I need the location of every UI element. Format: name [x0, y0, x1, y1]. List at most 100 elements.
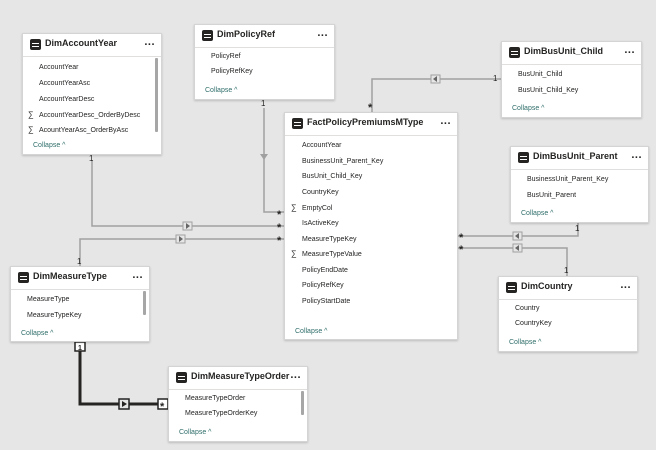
- many-marker: *: [459, 232, 464, 244]
- relationship-country-fact[interactable]: 1 *: [458, 243, 569, 276]
- collapse-link[interactable]: Collapse ^: [509, 339, 542, 346]
- field-item[interactable]: Country: [515, 305, 540, 312]
- field-item[interactable]: AccountYearAsc: [39, 80, 91, 87]
- field-item[interactable]: MeasureTypeOrder: [185, 395, 246, 402]
- collapse-link[interactable]: Collapse ^: [295, 328, 328, 335]
- field-item[interactable]: AcountYearAsc_OrderByAsc: [39, 127, 129, 134]
- sigma-icon: ∑: [28, 125, 34, 134]
- collapse-link[interactable]: Collapse ^: [521, 210, 554, 217]
- scrollbar[interactable]: [143, 291, 146, 315]
- more-options-button[interactable]: ...: [144, 36, 155, 48]
- direction-arrow-icon: [179, 236, 183, 242]
- many-marker: *: [277, 222, 282, 234]
- relationship-measuretype-measuretypeorder[interactable]: 1 *: [74, 341, 169, 413]
- many-marker: *: [160, 401, 165, 413]
- field-item[interactable]: BusUnit_Child_Key: [302, 173, 363, 180]
- field-item[interactable]: CountryKey: [302, 189, 339, 196]
- table-icon: [518, 152, 529, 163]
- table-icon: [506, 282, 517, 293]
- field-item[interactable]: MeasureTypeKey: [302, 236, 357, 243]
- direction-arrow-icon: [122, 401, 127, 407]
- direction-arrow-icon: [186, 223, 190, 229]
- more-options-button[interactable]: ...: [290, 369, 301, 381]
- table-header[interactable]: DimPolicyRef ...: [195, 25, 334, 48]
- table-title: DimMeasureType: [33, 271, 107, 281]
- one-marker: 1: [78, 345, 82, 352]
- more-options-button[interactable]: ...: [132, 269, 143, 281]
- table-title: DimPolicyRef: [217, 29, 276, 39]
- field-item[interactable]: BusUnit_Child_Key: [518, 87, 579, 94]
- direction-arrow-icon: [260, 154, 268, 160]
- field-item[interactable]: BusinessUnit_Parent_Key: [527, 176, 609, 183]
- more-options-button[interactable]: ...: [440, 115, 451, 127]
- table-icon: [202, 30, 213, 41]
- relationship-policyref-fact[interactable]: 1 *: [260, 99, 284, 221]
- table-header[interactable]: DimBusUnit_Parent ...: [511, 147, 648, 170]
- table-header[interactable]: DimMeasureTypeOrder ...: [169, 367, 307, 390]
- table-card-dim-measure-type-order[interactable]: DimMeasureTypeOrder ... MeasureTypeOrder…: [168, 366, 308, 442]
- direction-arrow-icon: [515, 245, 519, 251]
- table-card-dim-account-year[interactable]: DimAccountYear ... AccountYear AccountYe…: [22, 33, 162, 155]
- table-title: DimCountry: [521, 281, 573, 291]
- relationship-measuretype-fact[interactable]: 1 *: [77, 234, 284, 266]
- more-options-button[interactable]: ...: [620, 279, 631, 291]
- table-card-dim-measure-type[interactable]: DimMeasureType ... MeasureType MeasureTy…: [10, 266, 150, 342]
- table-header[interactable]: DimBusUnit_Child ...: [502, 42, 641, 65]
- table-card-fact-policy-premiums[interactable]: FactPolicyPremiumsMType ... AccountYear …: [284, 112, 458, 340]
- many-marker: *: [459, 244, 464, 256]
- table-header[interactable]: DimMeasureType ...: [11, 267, 149, 290]
- more-options-button[interactable]: ...: [631, 149, 642, 161]
- field-item[interactable]: PolicyRefKey: [211, 68, 253, 75]
- table-card-dim-country[interactable]: DimCountry ... Country CountryKey Collap…: [498, 276, 638, 352]
- field-item[interactable]: AccountYearDesc: [39, 96, 95, 103]
- one-marker: 1: [261, 99, 266, 108]
- one-marker: 1: [77, 257, 82, 266]
- field-item[interactable]: PolicyRef: [211, 53, 241, 60]
- field-item[interactable]: AccountYear: [39, 64, 79, 71]
- field-item[interactable]: AccountYearDesc_OrderByDesc: [39, 112, 141, 119]
- table-header[interactable]: FactPolicyPremiumsMType ...: [285, 113, 457, 136]
- many-marker: *: [277, 235, 282, 247]
- collapse-link[interactable]: Collapse ^: [512, 105, 545, 112]
- table-header[interactable]: DimAccountYear ...: [23, 34, 161, 57]
- table-icon: [18, 272, 29, 283]
- table-card-dim-busunit-child[interactable]: DimBusUnit_Child ... BusUnit_Child BusUn…: [501, 41, 642, 118]
- field-item[interactable]: BusUnit_Parent: [527, 192, 577, 199]
- collapse-link[interactable]: Collapse ^: [205, 87, 238, 94]
- table-header[interactable]: DimCountry ...: [499, 277, 637, 300]
- collapse-link[interactable]: Collapse ^: [33, 142, 66, 149]
- relationship-accountyear-fact[interactable]: 1 *: [89, 154, 284, 234]
- field-item[interactable]: CountryKey: [515, 320, 552, 327]
- field-item[interactable]: MeasureTypeOrderKey: [185, 410, 258, 417]
- field-item[interactable]: MeasureType: [27, 296, 70, 303]
- table-title: DimBusUnit_Child: [524, 46, 604, 56]
- relationship-busunitparent-fact[interactable]: 1 *: [458, 222, 580, 244]
- field-item[interactable]: PolicyStartDate: [302, 298, 351, 305]
- more-options-button[interactable]: ...: [624, 44, 635, 56]
- table-card-dim-busunit-parent[interactable]: DimBusUnit_Parent ... BusinessUnit_Paren…: [510, 146, 649, 223]
- field-item[interactable]: AccountYear: [302, 142, 342, 149]
- scrollbar[interactable]: [155, 58, 158, 132]
- table-card-dim-policy-ref[interactable]: DimPolicyRef ... PolicyRef PolicyRefKey …: [194, 24, 335, 100]
- field-item[interactable]: BusUnit_Child: [518, 71, 563, 78]
- table-icon: [292, 118, 303, 129]
- collapse-link[interactable]: Collapse ^: [21, 330, 54, 337]
- table-icon: [30, 39, 41, 50]
- field-item[interactable]: MeasureTypeValue: [302, 251, 362, 258]
- relationship-busunitchild-fact[interactable]: 1 *: [368, 74, 501, 114]
- field-item[interactable]: IsActiveKey: [302, 220, 339, 227]
- one-marker: 1: [575, 224, 580, 233]
- sigma-icon: ∑: [291, 249, 297, 258]
- field-item[interactable]: BusinessUnit_Parent_Key: [302, 158, 384, 165]
- collapse-link[interactable]: Collapse ^: [179, 429, 212, 436]
- field-item[interactable]: EmptyCol: [302, 205, 333, 212]
- table-icon: [176, 372, 187, 383]
- more-options-button[interactable]: ...: [317, 27, 328, 39]
- direction-arrow-icon: [433, 76, 437, 82]
- field-item[interactable]: MeasureTypeKey: [27, 312, 82, 319]
- field-item[interactable]: PolicyRefKey: [302, 282, 344, 289]
- scrollbar[interactable]: [301, 391, 304, 415]
- field-item[interactable]: PolicyEndDate: [302, 267, 348, 274]
- table-title: DimAccountYear: [45, 38, 118, 48]
